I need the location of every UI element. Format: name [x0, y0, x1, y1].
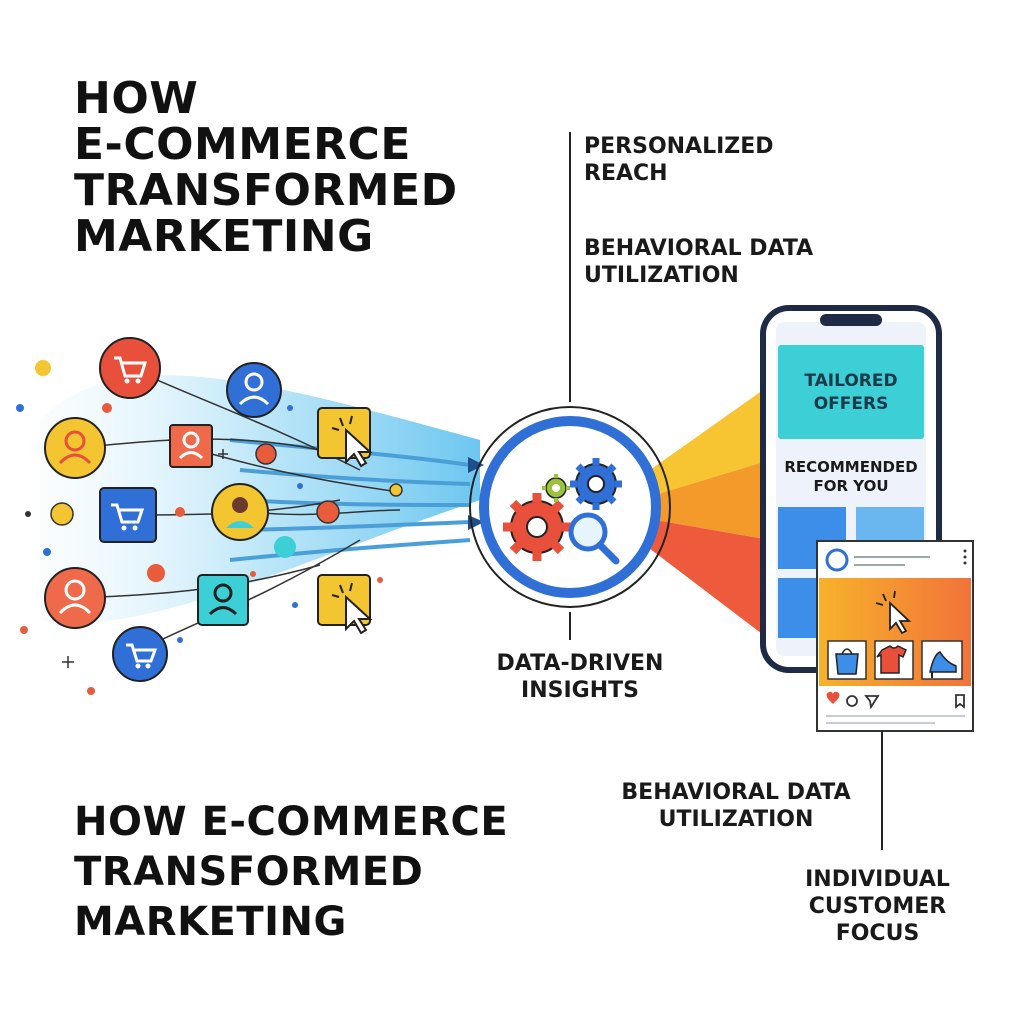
label-line: FOCUS: [835, 921, 920, 946]
label-line: UTILIZATION: [584, 263, 739, 288]
label-line: PERSONALIZED: [584, 134, 774, 159]
label-behavioral-data-top: BEHAVIORAL DATA UTILIZATION: [584, 235, 813, 289]
connector-line-top: [569, 132, 571, 402]
bag-icon: [835, 648, 859, 675]
shirt-icon: [876, 645, 907, 674]
avatar: [825, 548, 849, 572]
recommended-label-line1: RECOMMENDED: [784, 458, 917, 476]
cursor-icon: [317, 574, 373, 635]
cart-icon: [112, 626, 168, 682]
label-data-driven-insights: DATA-DRIVEN INSIGHTS: [480, 650, 680, 704]
user-icon: [211, 483, 269, 541]
title-line: E-COMMERCE: [74, 119, 411, 170]
offer-label-line2: OFFERS: [814, 394, 889, 414]
heel-icon: [929, 651, 957, 678]
gear-icon: [570, 458, 622, 510]
recommended-label-line2: FOR YOU: [813, 477, 888, 495]
heart-icon[interactable]: [826, 691, 840, 704]
connector-line-right: [881, 732, 883, 850]
title-line: MARKETING: [74, 211, 374, 262]
user-icon: [169, 424, 213, 468]
label-line: REACH: [584, 161, 668, 186]
label-personalized-reach: PERSONALIZED REACH: [584, 133, 774, 187]
user-icon: [44, 567, 106, 629]
label-line: INSIGHTS: [521, 678, 639, 703]
cursor-icon: [317, 407, 373, 468]
insights-hub: [469, 406, 671, 608]
label-behavioral-data-bottom: BEHAVIORAL DATA UTILIZATION: [616, 779, 856, 833]
title-line: MARKETING: [74, 899, 347, 945]
footer-title: HOW E-COMMERCE TRANSFORMED MARKETING: [74, 797, 514, 947]
connector-line-bottom: [569, 612, 571, 640]
label-line: DATA-DRIVEN: [496, 651, 664, 676]
bookmark-icon[interactable]: [955, 694, 965, 709]
label-line: BEHAVIORAL DATA: [584, 236, 814, 261]
label-line: UTILIZATION: [658, 807, 814, 832]
title-line: HOW E-COMMERCE: [74, 799, 509, 845]
title-line: HOW: [74, 73, 199, 124]
send-icon[interactable]: [864, 695, 880, 710]
title-line: TRANSFORMED: [74, 849, 424, 895]
comment-icon[interactable]: [846, 695, 858, 707]
output-beams: [645, 385, 770, 640]
label-customer-focus: INDIVIDUAL CUSTOMER FOCUS: [790, 866, 965, 947]
cursor-icon: [875, 590, 912, 635]
magnifier-icon: [568, 512, 620, 565]
gear-icon: [503, 493, 571, 561]
user-icon: [44, 417, 106, 479]
data-dots: [16, 360, 403, 695]
label-line: BEHAVIORAL DATA: [621, 780, 851, 805]
title-line: TRANSFORMED: [74, 165, 458, 216]
user-icon: [197, 574, 249, 626]
offer-label-line1: TAILORED: [804, 371, 897, 391]
user-icon: [226, 362, 282, 418]
social-post-card: [816, 540, 974, 732]
label-line: CUSTOMER: [808, 894, 947, 919]
cart-icon: [99, 337, 161, 399]
cart-icon: [99, 487, 157, 543]
label-line: INDIVIDUAL: [805, 867, 950, 892]
page-title: HOW E-COMMERCE TRANSFORMED MARKETING: [74, 76, 494, 260]
gear-icon: [542, 474, 570, 502]
